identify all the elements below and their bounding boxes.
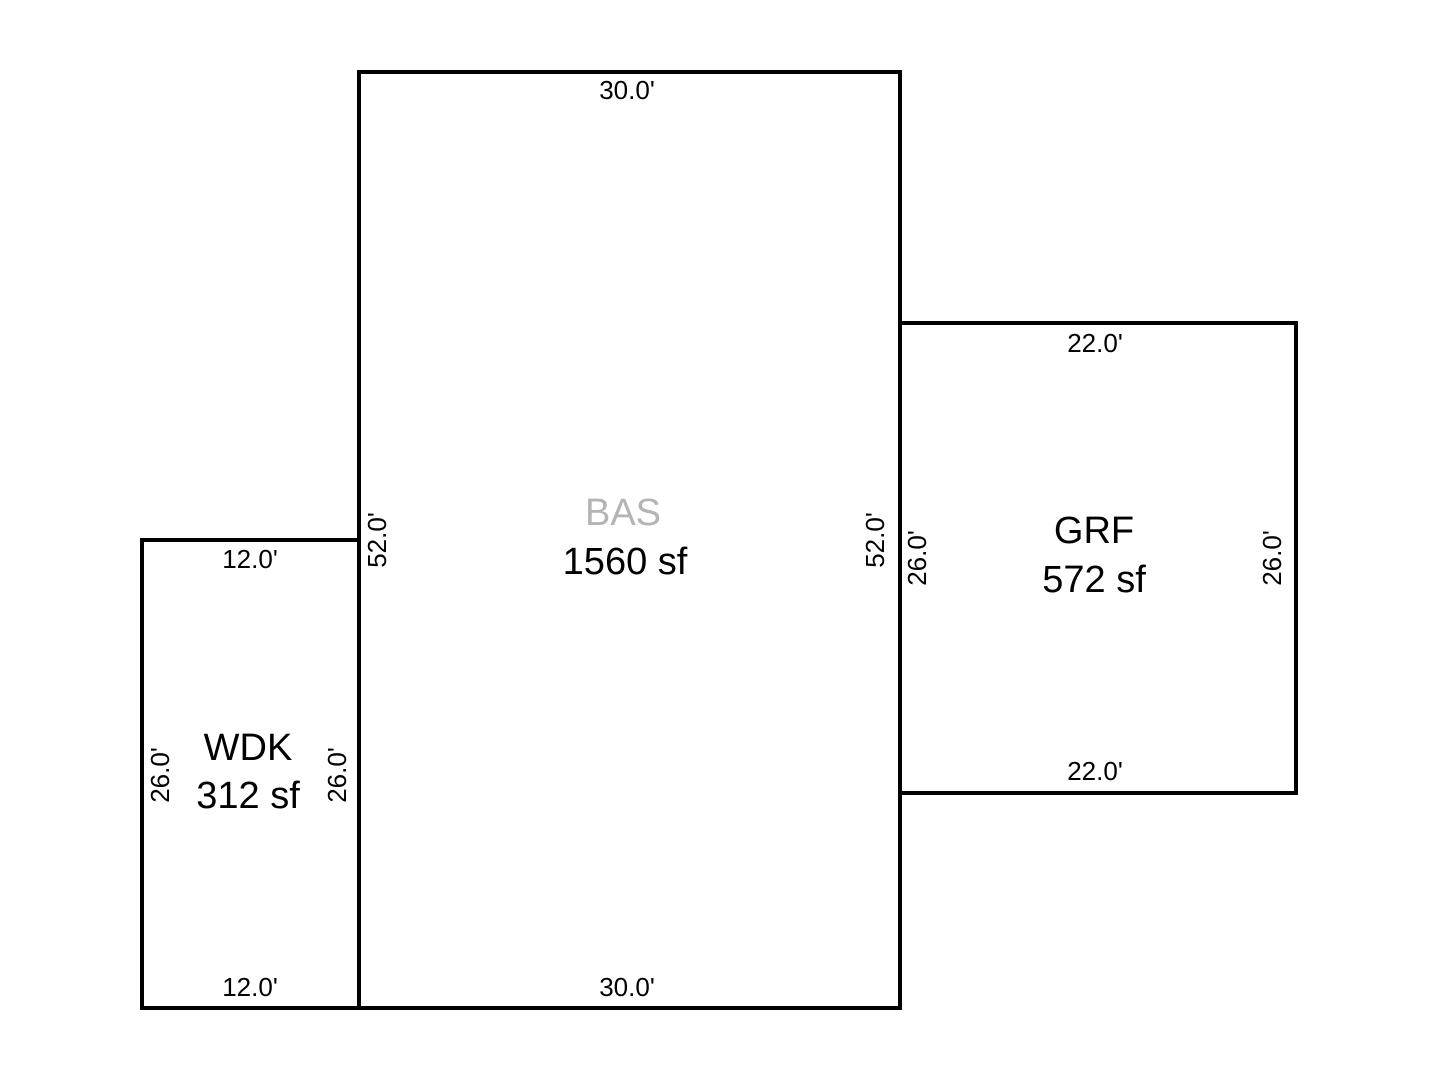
wdk-right-dimension: 26.0' bbox=[322, 747, 352, 803]
wdk-area-code: WDK bbox=[203, 727, 293, 769]
bas-right-dimension: 52.0' bbox=[860, 512, 890, 568]
wdk-bottom-dimension: 12.0' bbox=[222, 972, 278, 1002]
wdk-left-dimension: 26.0' bbox=[145, 747, 175, 803]
bas-bottom-dimension: 30.0' bbox=[599, 972, 655, 1002]
grf-left-dimension: 26.0' bbox=[902, 530, 932, 586]
wdk-area-outline bbox=[140, 538, 361, 1010]
grf-area-outline bbox=[898, 321, 1298, 795]
bas-left-dimension: 52.0' bbox=[362, 512, 392, 568]
bas-area-outline bbox=[357, 70, 902, 1010]
grf-top-dimension: 22.0' bbox=[1067, 328, 1123, 358]
grf-right-dimension: 26.0' bbox=[1257, 530, 1287, 586]
grf-area-code: GRF bbox=[1053, 510, 1135, 552]
grf-area-size: 572 sf bbox=[1042, 559, 1146, 601]
wdk-top-dimension: 12.0' bbox=[222, 544, 278, 574]
bas-area-code: BAS bbox=[584, 492, 662, 534]
bas-top-dimension: 30.0' bbox=[599, 75, 655, 105]
grf-bottom-dimension: 22.0' bbox=[1067, 756, 1123, 786]
bas-area-size: 1560 sf bbox=[562, 541, 688, 583]
wdk-area-size: 312 sf bbox=[196, 775, 300, 817]
